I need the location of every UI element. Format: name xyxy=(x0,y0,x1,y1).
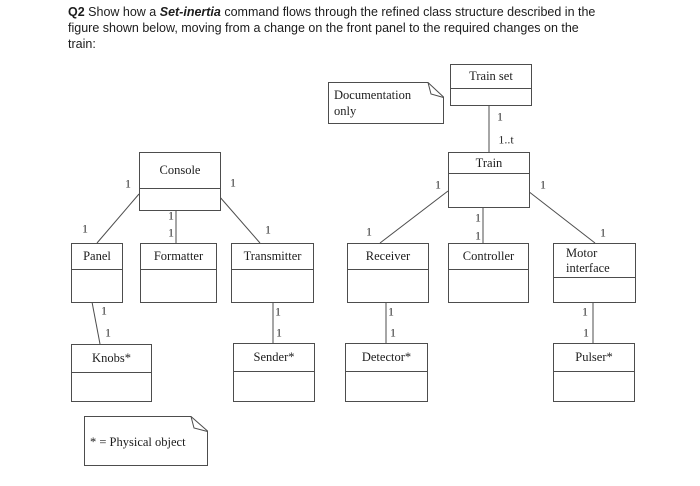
class-compartment xyxy=(554,372,634,401)
note-shape-legend xyxy=(84,416,208,466)
class-title-formatter: Formatter xyxy=(141,244,216,270)
note-shape-documentation xyxy=(328,82,444,124)
multiplicity-label: 1 xyxy=(168,208,174,223)
class-compartment xyxy=(554,278,635,302)
class-title-train: Train xyxy=(449,153,529,174)
multiplicity-label: 1 xyxy=(475,210,481,225)
class-box-train: Train xyxy=(448,152,530,208)
multiplicity-label: 1 xyxy=(101,303,107,318)
class-box-detector: Detector* xyxy=(345,343,428,402)
class-title-controller: Controller xyxy=(449,244,528,270)
multiplicity-label: 1 xyxy=(497,109,503,124)
question-line-3: train: xyxy=(68,37,96,51)
class-title-motor-interface: Motor interface xyxy=(554,244,635,278)
multiplicity-label: 1 xyxy=(265,222,271,237)
multiplicity-label: 1 xyxy=(82,221,88,236)
class-title-knobs: Knobs* xyxy=(72,345,151,373)
multiplicity-label: 1 xyxy=(435,177,441,192)
class-box-controller: Controller xyxy=(448,243,529,303)
class-title-train-set: Train set xyxy=(451,65,531,89)
class-title-receiver: Receiver xyxy=(348,244,428,270)
multiplicity-label: 1 xyxy=(475,228,481,243)
class-box-receiver: Receiver xyxy=(347,243,429,303)
multiplicity-label: 1 xyxy=(583,325,589,340)
question-line-1: Q2 Show how a Set-inertia command flows … xyxy=(68,5,596,19)
class-compartment xyxy=(140,189,220,210)
question-text: Q2 Show how a Set-inertia command flows … xyxy=(68,4,650,52)
multiplicity-label: 1 xyxy=(230,175,236,190)
class-box-console: Console xyxy=(139,152,221,211)
class-compartment xyxy=(449,270,528,302)
class-compartment xyxy=(451,89,531,105)
multiplicity-label: 1 xyxy=(276,325,282,340)
class-box-train-set: Train set xyxy=(450,64,532,106)
association-console-panel xyxy=(96,193,140,244)
command-name: Set-inertia xyxy=(159,5,221,19)
class-box-panel: Panel xyxy=(71,243,123,303)
class-title-sender: Sender* xyxy=(234,344,314,372)
question-line-2: figure shown below, moving from a change… xyxy=(68,21,579,35)
class-box-sender: Sender* xyxy=(233,343,315,402)
question-number: Q2 xyxy=(68,5,85,19)
class-title-pulser: Pulser* xyxy=(554,344,634,372)
multiplicity-label: 1 xyxy=(600,225,606,240)
multiplicity-label: 1..t xyxy=(498,132,514,147)
class-compartment xyxy=(449,174,529,207)
class-title-console: Console xyxy=(140,153,220,189)
association-train-motorinterface xyxy=(527,190,596,244)
class-box-knobs: Knobs* xyxy=(71,344,152,402)
class-compartment xyxy=(232,270,313,302)
multiplicity-label: 1 xyxy=(168,225,174,240)
class-compartment xyxy=(348,270,428,302)
class-compartment xyxy=(234,372,314,401)
class-box-formatter: Formatter xyxy=(140,243,217,303)
class-title-transmitter: Transmitter xyxy=(232,244,313,270)
documentation-note: Documentation only xyxy=(334,88,412,118)
multiplicity-label: 1 xyxy=(275,304,281,319)
multiplicity-label: 1 xyxy=(582,304,588,319)
multiplicity-label: 1 xyxy=(105,325,111,340)
class-box-pulser: Pulser* xyxy=(553,343,635,402)
class-compartment xyxy=(141,270,216,302)
class-title-detector: Detector* xyxy=(346,344,427,372)
class-box-transmitter: Transmitter xyxy=(231,243,314,303)
class-compartment xyxy=(72,270,122,302)
multiplicity-label: 1 xyxy=(540,177,546,192)
class-compartment xyxy=(72,373,151,401)
association-console-transmitter xyxy=(218,195,261,244)
class-box-motor-interface: Motor interface xyxy=(553,243,636,303)
note-fold-legend xyxy=(190,416,208,432)
multiplicity-label: 1 xyxy=(366,224,372,239)
association-panel-knobs xyxy=(91,301,101,345)
multiplicity-label: 1 xyxy=(125,176,131,191)
class-compartment xyxy=(346,372,427,401)
class-title-panel: Panel xyxy=(72,244,122,270)
multiplicity-label: 1 xyxy=(390,325,396,340)
legend-note: * = Physical object xyxy=(90,435,186,449)
association-train-receiver xyxy=(379,190,449,244)
multiplicity-label: 1 xyxy=(388,304,394,319)
note-fold-documentation xyxy=(427,82,444,98)
